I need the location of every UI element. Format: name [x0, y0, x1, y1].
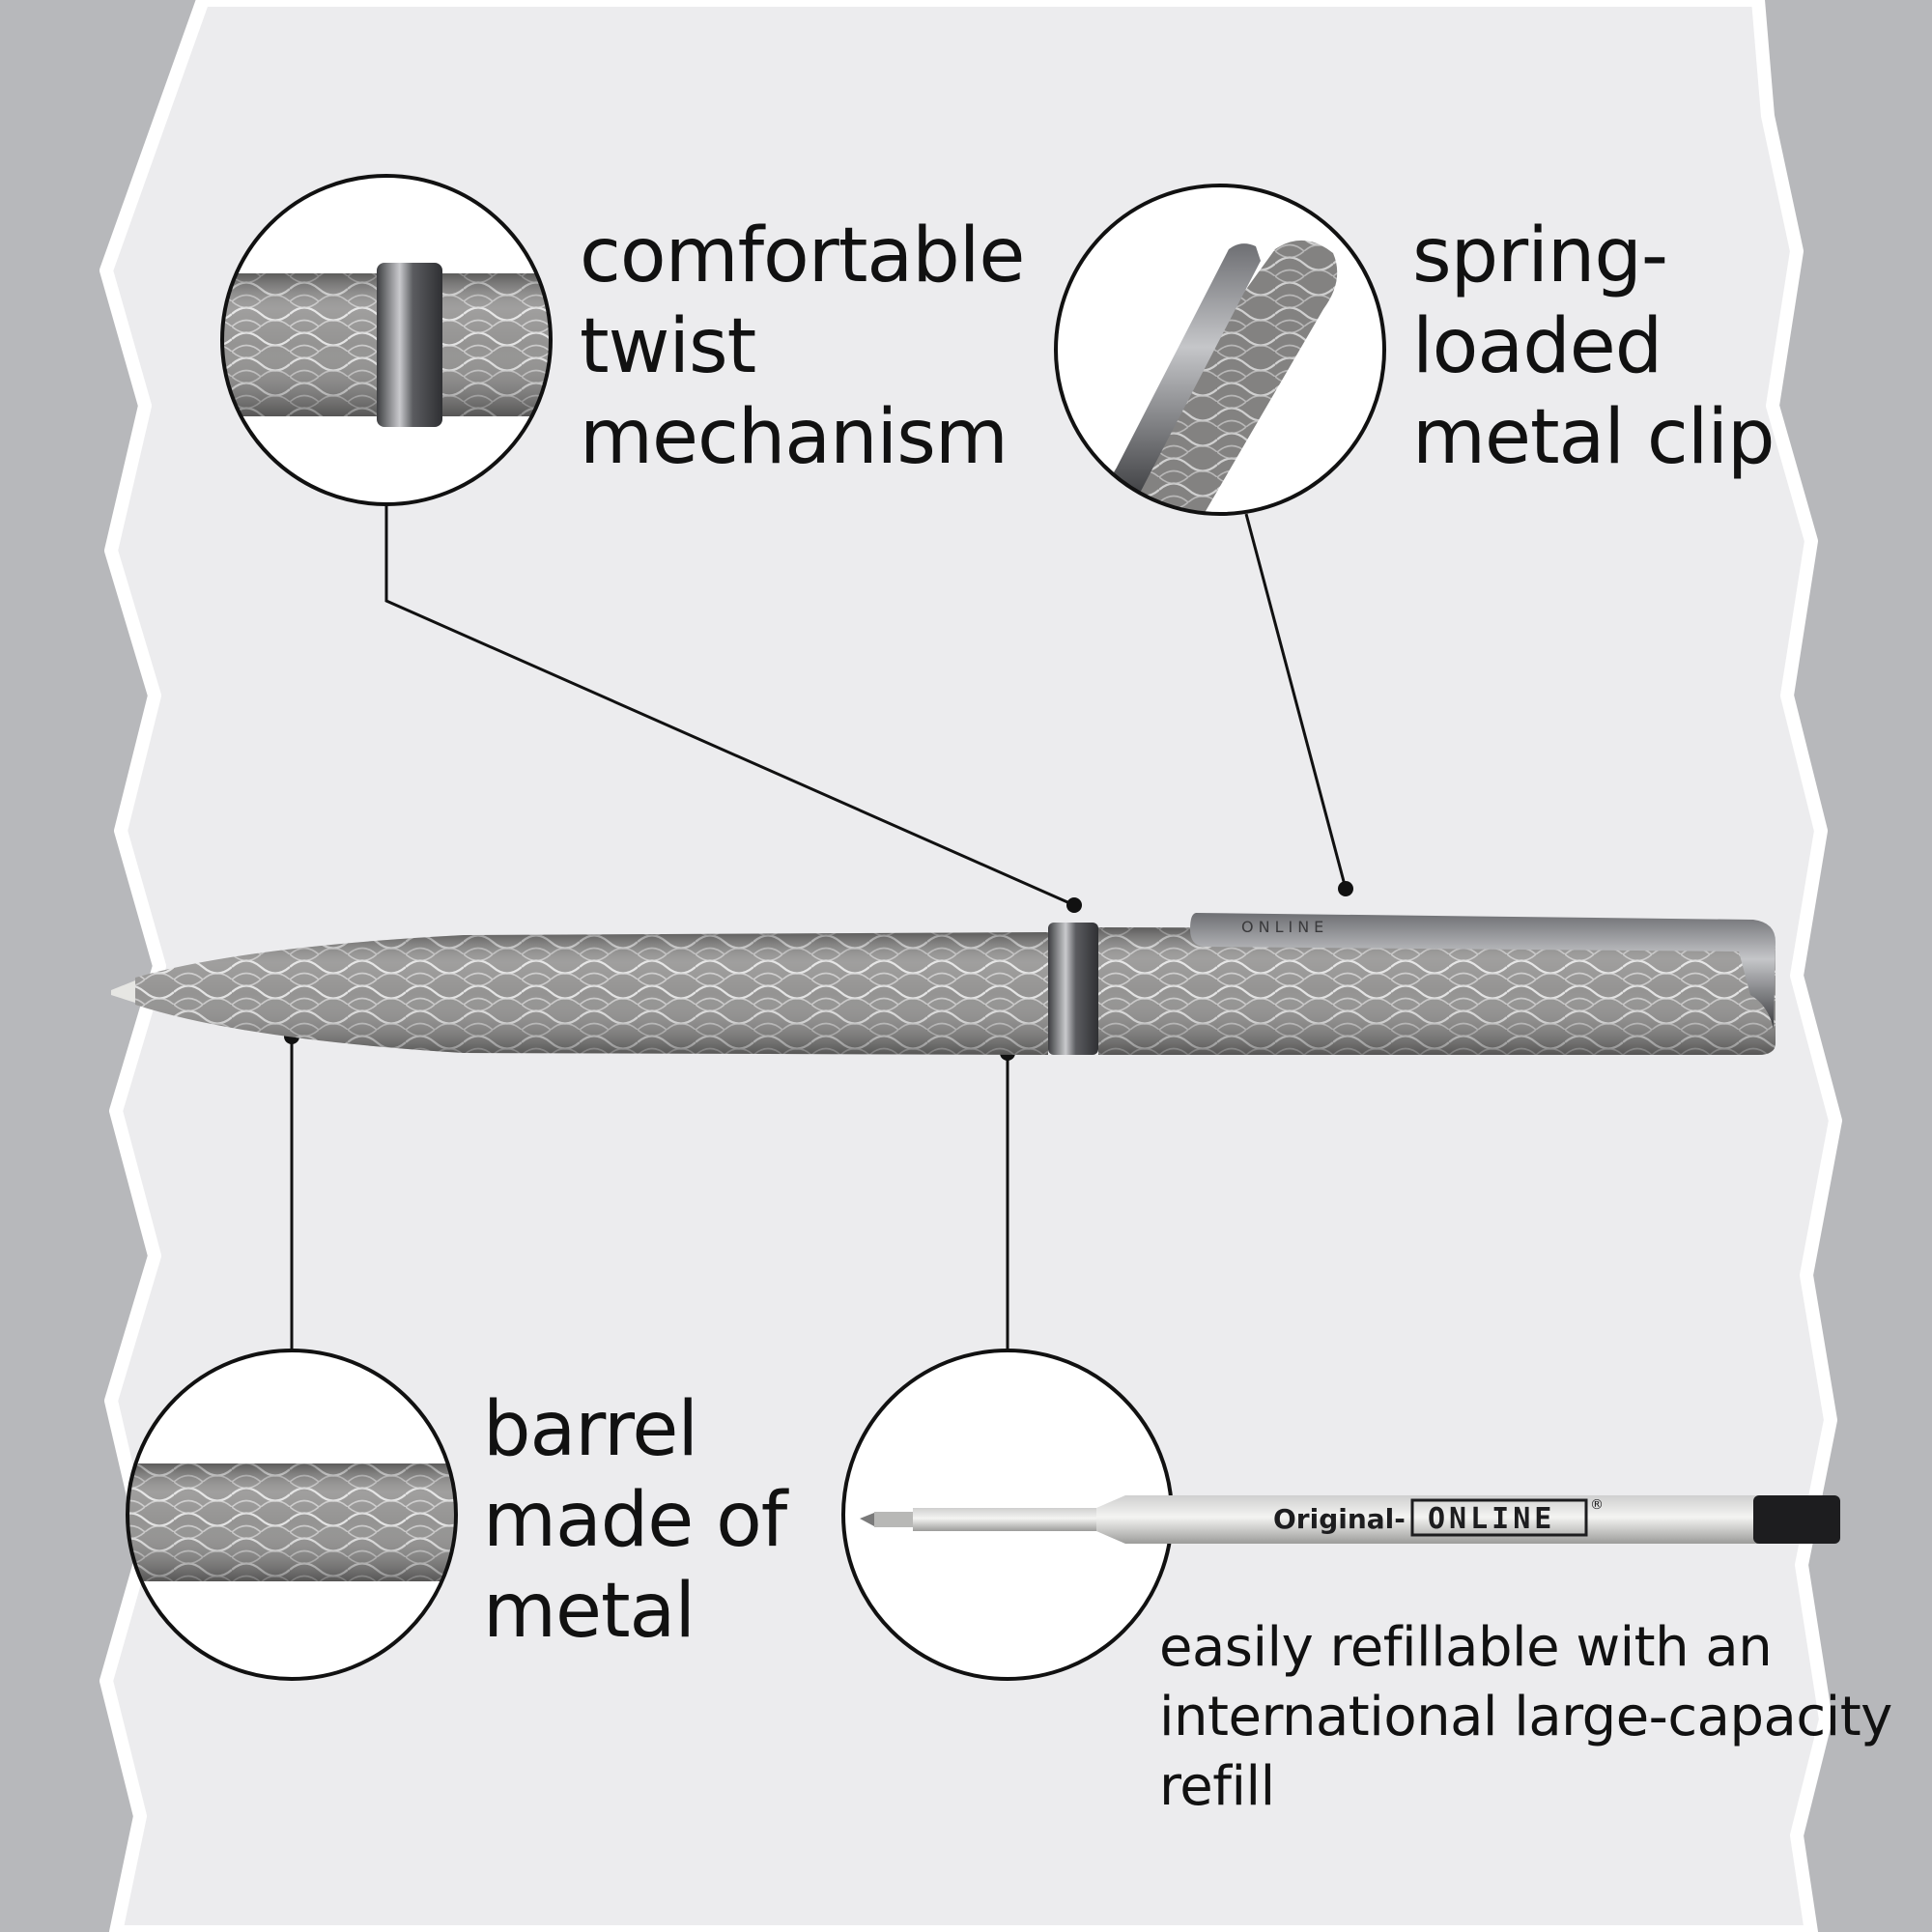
label-spring-clip: spring- loaded metal clip [1412, 213, 1776, 481]
label-metal-barrel: barrel made of metal [483, 1386, 787, 1655]
twist-detail-icon [220, 174, 553, 506]
label-twist-mechanism: comfortable twist mechanism [580, 213, 1025, 481]
barrel-detail-icon [126, 1349, 458, 1681]
connector-lines [290, 504, 1348, 1350]
refill-detail-icon: Original- ONLINE ® [841, 1349, 1840, 1681]
clip-detail-icon [1054, 184, 1386, 516]
refill-registered: ® [1590, 1497, 1604, 1513]
label-refill: easily refillable with an international … [1159, 1616, 1892, 1818]
refill-logo: ONLINE [1428, 1502, 1555, 1536]
twist-ring [1048, 923, 1098, 1055]
refill-prefix: Original- [1273, 1503, 1406, 1535]
clip-engraving: ONLINE [1241, 918, 1328, 936]
pen-illustration: ONLINE [111, 913, 1776, 1055]
pen-clip [1190, 913, 1776, 1029]
